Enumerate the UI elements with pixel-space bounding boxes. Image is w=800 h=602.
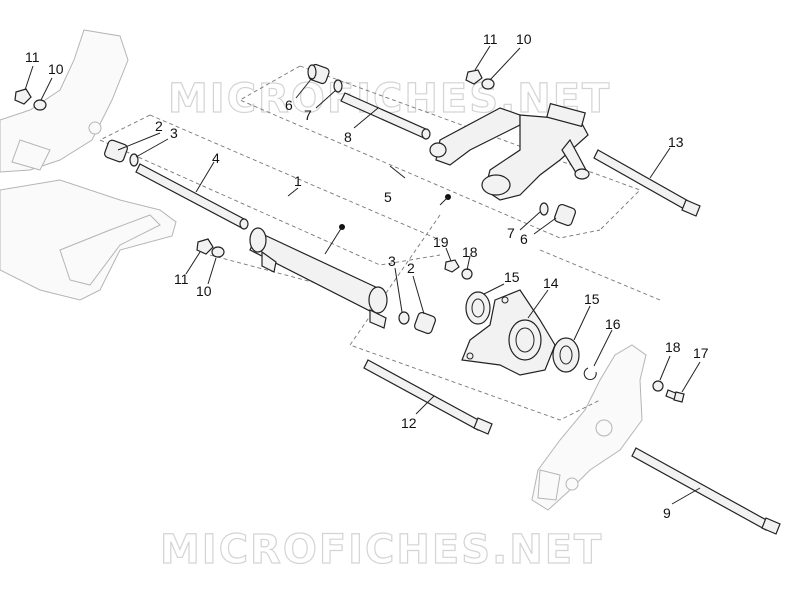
washer-10-top-left: [33, 99, 47, 111]
callout-16: 16: [605, 316, 621, 332]
washer-7-right: [539, 202, 549, 216]
washer-7-top: [333, 79, 343, 93]
swing-arm-assembly: [429, 102, 590, 201]
callout-11-top-left: 11: [25, 49, 40, 65]
callout-7-top: 7: [304, 107, 312, 123]
callout-18-mid: 18: [462, 244, 478, 260]
callout-2-right: 2: [407, 260, 415, 276]
washer-3-right: [398, 311, 410, 325]
washer-3-left: [129, 153, 139, 167]
callout-10-top-left: 10: [48, 61, 64, 77]
callout-11-top-right: 11: [483, 31, 498, 47]
nut-19: [444, 259, 460, 273]
bushing-2-left: [104, 139, 128, 163]
leader-lines: [24, 45, 701, 505]
watermark-bottom: MICROFICHES.NET: [160, 527, 603, 573]
washer-10-mid: [211, 246, 225, 258]
callout-11-mid: 11: [174, 271, 189, 287]
pin-4: [135, 163, 249, 230]
callout-15-left: 15: [504, 269, 520, 285]
washer-18-mid: [461, 268, 473, 280]
frame-right-ghost: [531, 344, 647, 511]
bolt-12: [363, 359, 493, 435]
callout-15-right: 15: [584, 291, 600, 307]
nut-11-mid: [196, 238, 214, 255]
callout-3-left: 3: [170, 125, 178, 141]
frame-left-ghost: [0, 29, 177, 301]
callout-2-left: 2: [155, 118, 163, 134]
callout-18-right: 18: [665, 339, 681, 355]
bolt-13: [593, 149, 701, 217]
assembly-outlines: [98, 65, 661, 421]
callout-12: 12: [401, 415, 417, 431]
bushing-6-top: [307, 63, 330, 85]
callout-9: 9: [663, 505, 671, 521]
callout-7-right: 7: [507, 225, 515, 241]
silent-block-15-left: [465, 291, 491, 325]
callout-13: 13: [668, 134, 684, 150]
silent-block-15-right: [552, 337, 580, 373]
callout-10-mid: 10: [196, 283, 212, 299]
callout-3-right: 3: [388, 253, 396, 269]
callout-labels: 11 10 11 10 6 7 8 5 13 7 6 2 3 4 1 11 10…: [25, 31, 709, 521]
bushing-6-right: [553, 203, 577, 227]
bolt-9: [631, 447, 781, 535]
nut-11-top-right: [465, 69, 483, 85]
washer-18-right: [652, 380, 664, 392]
callout-19: 19: [433, 234, 449, 250]
callout-10-top-right: 10: [516, 31, 532, 47]
callout-1: 1: [294, 173, 302, 189]
callout-8: 8: [344, 129, 352, 145]
washer-10-top-right: [481, 78, 495, 90]
link-tube-1: [249, 227, 388, 329]
callout-17: 17: [693, 345, 709, 361]
circlip-16: [583, 367, 597, 381]
callout-4: 4: [212, 150, 220, 166]
bracket-14: [461, 289, 556, 376]
callout-14: 14: [543, 275, 559, 291]
pin-8: [340, 92, 431, 140]
bolt-17: [665, 389, 685, 403]
callout-6-right: 6: [520, 231, 528, 247]
nut-11-top-left: [14, 88, 32, 105]
bushing-2-right: [413, 311, 437, 335]
callout-6-top: 6: [285, 97, 293, 113]
callout-5: 5: [384, 189, 392, 205]
